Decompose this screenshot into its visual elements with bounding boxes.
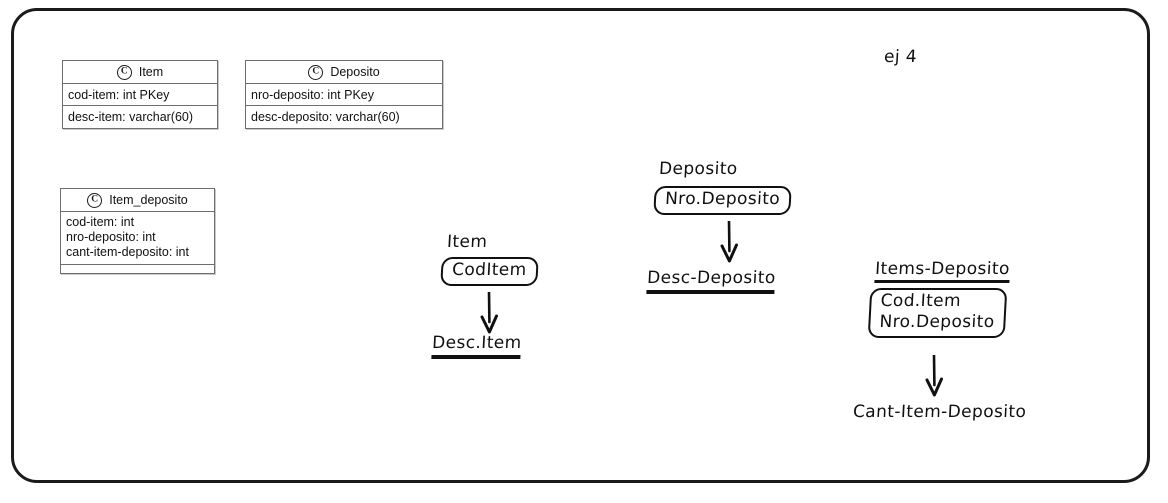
dependency-target-desc-item: Desc.Item bbox=[431, 333, 523, 359]
uml-attribute-row: cod-item: int bbox=[66, 215, 135, 229]
uml-class-header: Item bbox=[63, 61, 217, 84]
uml-class-item-deposito[interactable]: Item_deposito cod-item: int nro-deposito… bbox=[60, 188, 215, 274]
dependency-title-items-deposito: Items-Deposito bbox=[874, 259, 1011, 283]
uml-attribute-row: desc-item: varchar(60) bbox=[68, 110, 194, 124]
uml-attribute-row: nro-deposito: int PKey bbox=[246, 84, 442, 106]
uml-class-deposito[interactable]: Deposito nro-deposito: int PKey desc-dep… bbox=[245, 60, 443, 129]
uml-attribute-row: nro-deposito: int bbox=[66, 230, 156, 244]
class-icon bbox=[87, 192, 103, 208]
uml-attribute-compartment: cod-item: int nro-deposito: int cant-ite… bbox=[61, 212, 214, 265]
canvas-frame-border bbox=[11, 8, 1150, 483]
dependency-key-attribute: CodItem bbox=[451, 260, 528, 280]
dependency-key-attribute: Nro.Deposito bbox=[879, 312, 996, 332]
dependency-title-item: Item bbox=[446, 232, 488, 252]
dependency-key-box-deposito: Nro.Deposito bbox=[653, 186, 792, 215]
arrow-down-icon bbox=[718, 219, 740, 268]
arrow-down-icon bbox=[478, 290, 500, 339]
uml-class-item[interactable]: Item cod-item: int PKey desc-item: varch… bbox=[62, 60, 218, 129]
uml-class-header: Item_deposito bbox=[61, 189, 214, 212]
dependency-title-deposito: Deposito bbox=[658, 159, 739, 179]
arrow-down-icon bbox=[923, 353, 945, 402]
dependency-target-cant-item-deposito: Cant-Item-Deposito bbox=[852, 402, 1027, 422]
uml-attribute-row: desc-deposito: varchar(60) bbox=[251, 110, 400, 124]
class-icon bbox=[308, 64, 324, 80]
uml-class-name: Item bbox=[138, 65, 164, 79]
dependency-key-attribute: Nro.Deposito bbox=[664, 189, 781, 209]
uml-class-header: Deposito bbox=[246, 61, 442, 84]
dependency-key-box-item: CodItem bbox=[440, 257, 539, 286]
uml-class-name: Item_deposito bbox=[109, 193, 188, 207]
uml-operations-compartment bbox=[61, 265, 214, 273]
dependency-key-attribute: Cod.Item bbox=[880, 291, 962, 311]
uml-class-name: Deposito bbox=[330, 65, 380, 79]
dependency-target-desc-deposito: Desc-Deposito bbox=[646, 268, 777, 294]
uml-attribute-row: cant-item-deposito: int bbox=[66, 245, 189, 259]
dependency-key-box-items-deposito: Cod.Item Nro.Deposito bbox=[867, 288, 1008, 338]
exercise-note-label: ej 4 bbox=[883, 47, 918, 67]
uml-attribute-row: cod-item: int PKey bbox=[63, 84, 217, 106]
class-icon bbox=[116, 64, 132, 80]
